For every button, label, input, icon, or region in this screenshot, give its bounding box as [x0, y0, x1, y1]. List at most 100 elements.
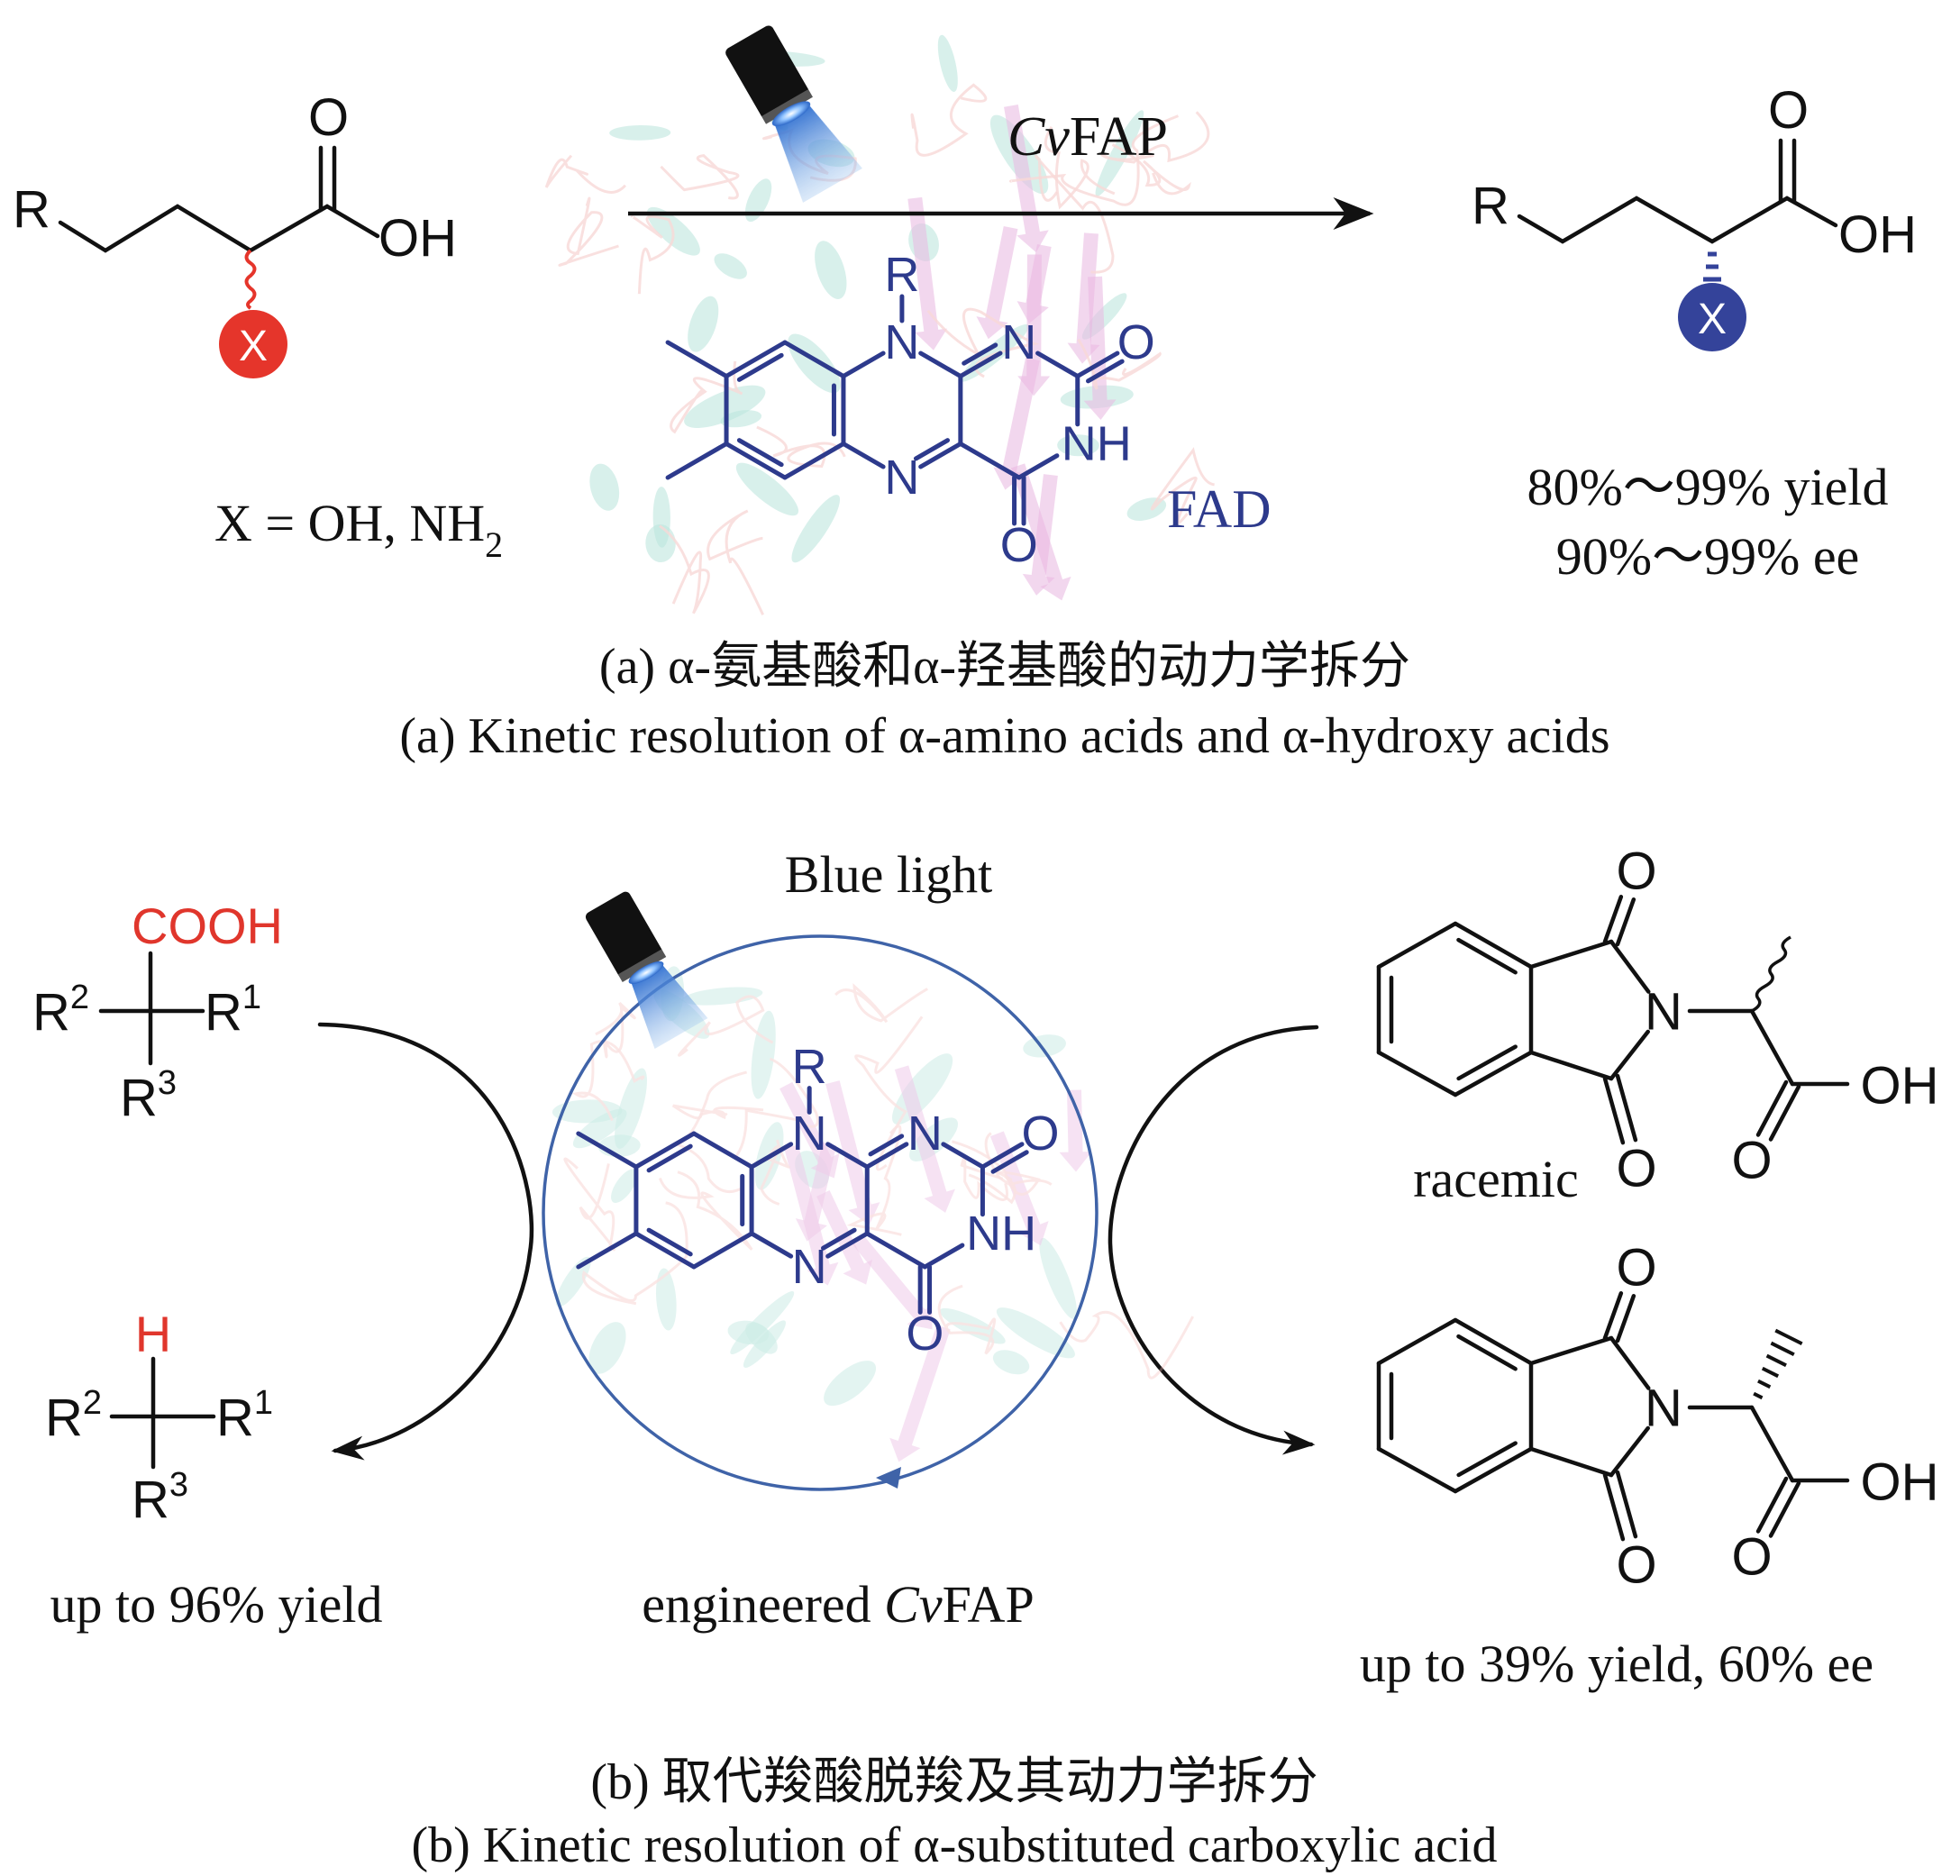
helix-ribbon: [996, 1307, 1075, 1359]
carboxyl-group-label: COOH: [132, 897, 283, 954]
r2-label: R2: [32, 979, 89, 1042]
helix-ribbon: [655, 1268, 677, 1331]
coil-loop: [660, 154, 740, 200]
ring-bond: [918, 351, 963, 378]
n10-label: N: [884, 315, 919, 369]
methyl-bond: [665, 442, 729, 480]
helix-ribbon: [745, 1322, 778, 1354]
helix-ribbon: [743, 1320, 786, 1368]
substituent-x-badge: [1678, 283, 1746, 351]
r2-label: R2: [45, 1384, 102, 1447]
coil-loop: [671, 1104, 764, 1120]
light-beam: [631, 965, 708, 1049]
benzo-ring-bond: [691, 1231, 754, 1270]
r3-label: R3: [120, 1064, 177, 1127]
benzo-ring-bond: [691, 1131, 754, 1170]
imide-ring-bond: [1609, 1425, 1650, 1478]
helix-ribbon: [795, 1151, 830, 1189]
carbonyl-double-bond: [1602, 894, 1624, 944]
benzene-ring-bond: [1453, 1050, 1534, 1097]
catalytic-cycle-circle: [542, 934, 1099, 1491]
lamp-lens: [771, 101, 811, 127]
imide-ring-bond: [1528, 1335, 1614, 1366]
hydroxyl-label: OH: [1861, 1453, 1939, 1512]
cofactor-name-label: FAD: [1167, 479, 1272, 539]
coil-loop: [673, 1070, 748, 1194]
ring-bond: [749, 1142, 794, 1170]
coil-loop: [707, 509, 765, 615]
decarboxylation-curved-arrow: [317, 1022, 534, 1461]
coil-loop: [756, 425, 846, 469]
caption-a-chinese: (a) α-氨基酸和α-羟基酸的动力学拆分: [599, 639, 1410, 695]
methyl-bond: [665, 340, 729, 378]
coil-loop: [960, 1157, 1008, 1201]
helix-ribbon: [682, 987, 763, 1006]
helix-ribbon: [1039, 1237, 1077, 1319]
ring-bond: [841, 442, 886, 469]
aromatic-inner-bond: [1456, 1044, 1518, 1081]
imide-ring-bond: [1609, 939, 1651, 994]
carbon-chain-bond: [58, 204, 380, 253]
aromatic-inner-bond: [646, 1143, 693, 1173]
beta-sheet-arrow: [779, 1081, 840, 1179]
helix-ribbon: [609, 125, 671, 141]
aromatic-inner-bond: [736, 352, 784, 382]
carbonyl-double-bond: [1768, 1084, 1801, 1142]
beta-sheet-arrow: [851, 1234, 933, 1330]
helix-ribbon: [555, 1256, 591, 1307]
beta-sheet-arrow: [795, 1142, 837, 1242]
beta-sheet-arrow: [1016, 243, 1052, 324]
helix-ribbon: [937, 34, 958, 92]
r-group-label: R: [792, 1040, 827, 1094]
hydroxyl-label: OH: [1838, 205, 1917, 264]
ring-bond: [864, 1142, 909, 1170]
imine-double-bond: [820, 1227, 857, 1251]
ring-bond: [825, 1142, 870, 1170]
carbonyl-double-bond: [1768, 1480, 1801, 1538]
aromatic-inner-bond: [646, 1227, 693, 1257]
beta-sheet-arrow: [1067, 232, 1100, 364]
carbonyl-double-bond: [1615, 897, 1636, 947]
carbonyl-oxygen-label: O: [308, 88, 349, 147]
caption-a-english: (a) Kinetic resolution of α-amino acids …: [399, 708, 1609, 764]
helix-ribbon: [989, 114, 1049, 195]
decarboxylation-yield: up to 96% yield: [50, 1575, 383, 1634]
n5-label: N: [792, 1240, 827, 1294]
helix-ribbon: [815, 241, 847, 299]
substituent-definition: X = OH, NH2: [214, 494, 503, 565]
coil-loop: [581, 1201, 688, 1306]
helix-ribbon: [1023, 1034, 1066, 1058]
coil-loop: [595, 1001, 636, 1059]
coil-loop: [558, 196, 619, 267]
beta-sheet-arrow: [1083, 276, 1117, 421]
helix-ribbon: [646, 206, 700, 256]
aromatic-inner-bond: [1456, 937, 1518, 975]
benzo-ring-bond: [782, 340, 846, 378]
carbonyl-oxygen-label: O: [1616, 1536, 1656, 1595]
lamp-body: [585, 891, 663, 978]
decarboxylated-product: H R2 R1 R3 up to 96% yield: [45, 1306, 382, 1634]
n1-label: N: [907, 1106, 943, 1161]
carbonyl-double-bond: [1602, 1290, 1624, 1341]
lamp-rim: [617, 949, 667, 982]
helix-ribbon: [645, 524, 676, 563]
light-beam: [774, 105, 862, 203]
benzene-ring-bond: [1453, 1446, 1534, 1494]
wavy-stereo-bond: [244, 249, 257, 310]
beta-sheet-arrow: [907, 196, 948, 351]
carbonyl-double-bond: [990, 1150, 1029, 1174]
beta-sheet-arrow: [889, 1325, 951, 1462]
helix-ribbon: [720, 410, 762, 428]
n5-label: N: [884, 451, 919, 505]
methyl-bond: [576, 1231, 639, 1270]
cycle-arrowhead-icon: [876, 1467, 901, 1489]
product-enantiopure-acid: R O OH X 80%～99% yield 90%～99% ee: [1472, 81, 1917, 586]
helix-ribbon: [751, 1010, 776, 1099]
helix-ribbon: [1126, 497, 1167, 521]
helix-ribbon: [1095, 110, 1144, 196]
hydroxyl-label: OH: [378, 209, 457, 268]
carbonyl-double-bond: [1615, 1073, 1638, 1143]
